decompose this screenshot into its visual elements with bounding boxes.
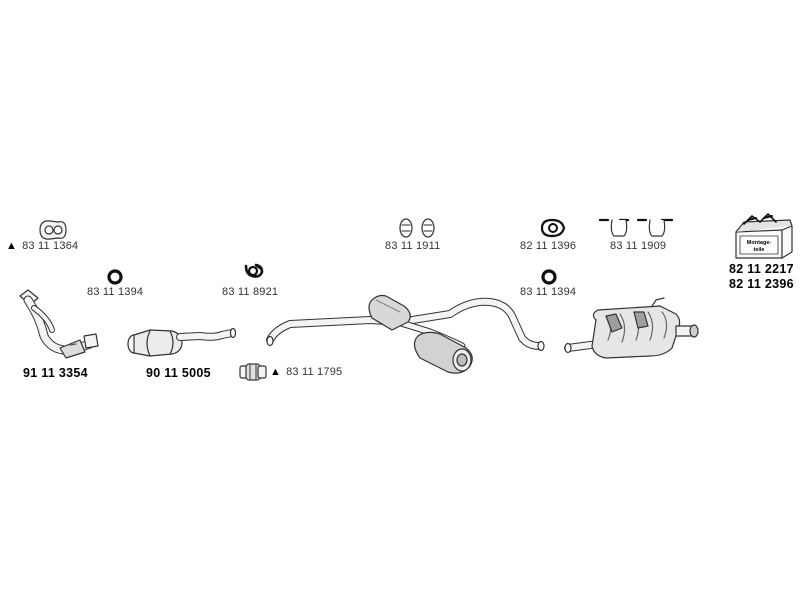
part-label-hangers-rear: 83 11 1909 [610, 240, 667, 252]
part-label-clamp-double: ▲83 11 1795 [270, 366, 343, 378]
part-label-clamp-front: 83 11 8921 [222, 286, 279, 298]
warning-triangle-icon: ▲ [270, 366, 282, 378]
part-label-rubber-mounts-center: 83 11 1911 [385, 240, 441, 252]
rubber-mounts-center-drawing [399, 218, 435, 238]
front-pipe-drawing [19, 289, 99, 359]
hangers-rear-drawing [598, 218, 674, 237]
part-label-front-pipe: 91 11 3354 [23, 366, 88, 380]
warning-triangle-icon: ▲ [6, 240, 18, 252]
mounting-kit-box-drawing [735, 213, 793, 259]
part-label-gasket-front: ▲83 11 1364 [6, 240, 79, 252]
part-label-catalyst: 90 11 5005 [146, 366, 211, 380]
part-label-kit-a: 82 11 2217 [729, 262, 794, 276]
clamp-double-drawing [239, 363, 267, 381]
ring-right-drawing [541, 269, 557, 285]
ring-left-drawing [107, 269, 123, 285]
gasket-front-drawing [39, 220, 67, 240]
part-label-ring-left: 83 11 1394 [87, 286, 144, 298]
gasket-rear-drawing [540, 218, 566, 238]
clamp-front-drawing [244, 263, 264, 278]
kit-box-label: Montage-teile [747, 240, 772, 253]
center-pipe-drawing [266, 294, 545, 374]
part-label-ring-right: 83 11 1394 [520, 286, 577, 298]
catalyst-drawing [127, 327, 237, 357]
rear-silencer-drawing [564, 297, 699, 359]
part-label-gasket-rear: 82 11 1396 [520, 240, 577, 252]
part-label-kit-b: 82 11 2396 [729, 277, 794, 291]
